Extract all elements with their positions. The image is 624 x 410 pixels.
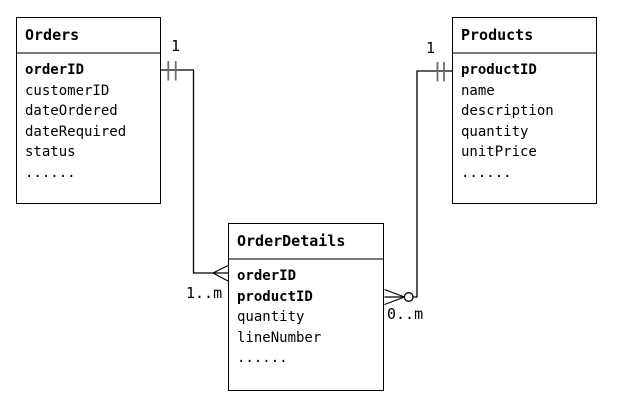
entity-field-list: orderID productID quantity lineNumber...... bbox=[229, 260, 383, 369]
entity-field: description bbox=[461, 103, 554, 119]
entity-field-list: productID name description quantity unitPric… bbox=[453, 54, 596, 183]
cardinality-label-orderdetails-optional-many: 0..m bbox=[387, 305, 424, 323]
cardinality-label-orders-one: 1 bbox=[171, 37, 181, 55]
crows-foot-icon bbox=[384, 288, 405, 306]
entity-products: Products productID name description quantity… bbox=[452, 17, 597, 204]
connector-line bbox=[161, 69, 228, 274]
cardinality-label-products-one: 1 bbox=[426, 39, 436, 57]
entity-field: ...... bbox=[237, 350, 288, 366]
entity-field: quantity bbox=[237, 309, 305, 325]
optionality-circle-icon bbox=[403, 292, 414, 302]
entity-field: customerID bbox=[25, 82, 110, 99]
entity-orders: Orders orderID customerID dateOrdered dateRe… bbox=[16, 17, 161, 204]
entity-field: ...... bbox=[25, 164, 76, 181]
entity-field: status bbox=[25, 144, 76, 160]
entity-field-primary-key: orderID bbox=[25, 62, 85, 78]
entity-field: dateRequired bbox=[25, 123, 127, 140]
entity-field: lineNumber bbox=[237, 329, 322, 346]
crows-foot-icon bbox=[212, 264, 229, 282]
one-double-tick-icon bbox=[436, 62, 445, 82]
entity-field: ...... bbox=[461, 164, 512, 181]
entity-field-list: orderID customerID dateOrdered dateRequired… bbox=[17, 54, 160, 183]
entity-title: OrderDetails bbox=[229, 224, 383, 260]
relationship-products-orderdetails bbox=[384, 62, 452, 306]
relationship-orders-orderdetails bbox=[161, 61, 229, 282]
connector-line bbox=[384, 70, 452, 298]
entity-field: name bbox=[461, 82, 495, 99]
entity-field-primary-key: productID bbox=[461, 62, 537, 78]
entity-field-primary-key: productID bbox=[237, 288, 313, 305]
entity-title: Products bbox=[453, 18, 596, 54]
entity-title: Orders bbox=[17, 18, 160, 54]
cardinality-label-orderdetails-many: 1..m bbox=[186, 284, 223, 302]
entity-field-primary-key: orderID bbox=[237, 268, 297, 284]
entity-orderdetails: OrderDetails orderID productID quantity line… bbox=[228, 223, 384, 391]
entity-field: quantity bbox=[461, 123, 529, 140]
one-double-tick-icon bbox=[167, 61, 177, 81]
entity-field: dateOrdered bbox=[25, 103, 118, 119]
entity-field: unitPrice bbox=[461, 144, 537, 160]
